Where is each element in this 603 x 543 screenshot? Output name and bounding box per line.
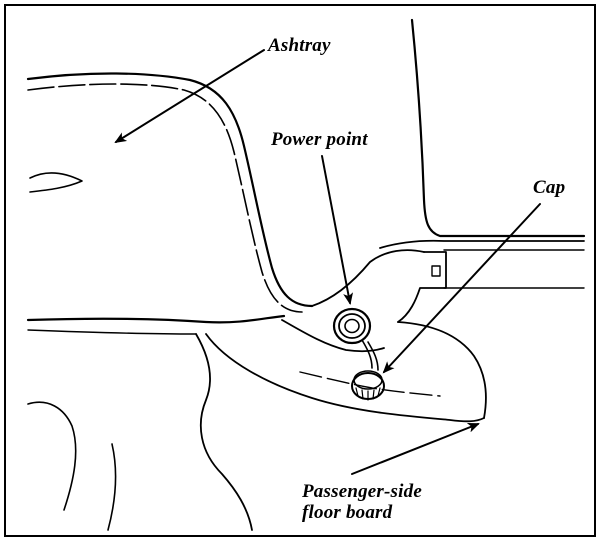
floor-contour-dashed (300, 372, 440, 396)
label-floor-board-line2: floor board (302, 503, 422, 524)
bracket-slot (432, 266, 440, 276)
floor-contour-sweep (206, 334, 484, 421)
arrow-power-point (322, 156, 350, 303)
panel-shelf-upper (380, 241, 584, 248)
bracket (398, 252, 446, 322)
label-ashtray: Ashtray (268, 36, 331, 57)
floor-contour-top (28, 316, 284, 322)
arrow-ashtray (116, 50, 264, 142)
label-cap: Cap (533, 178, 565, 199)
floor-left-bulge (196, 334, 252, 530)
ashtray-outline-inner (28, 84, 302, 312)
ashtray-detail (30, 173, 82, 192)
label-floor-board-line1: Passenger-side (302, 482, 422, 503)
label-passenger-side-floor-board: Passenger-side floor board (302, 482, 422, 524)
arrow-floor-board (352, 424, 478, 474)
floor-right-curve (398, 322, 486, 418)
floor-left-fold (28, 402, 76, 510)
power-point-socket-hole (345, 320, 359, 333)
label-power-point: Power point (271, 130, 368, 151)
floor-lower-curve (108, 444, 115, 530)
power-point-socket-ring (339, 314, 365, 338)
panel-vertical-edge (412, 20, 584, 236)
console-housing (312, 250, 424, 306)
floor-contour-secondary (28, 330, 196, 334)
cap-tether (362, 340, 378, 370)
